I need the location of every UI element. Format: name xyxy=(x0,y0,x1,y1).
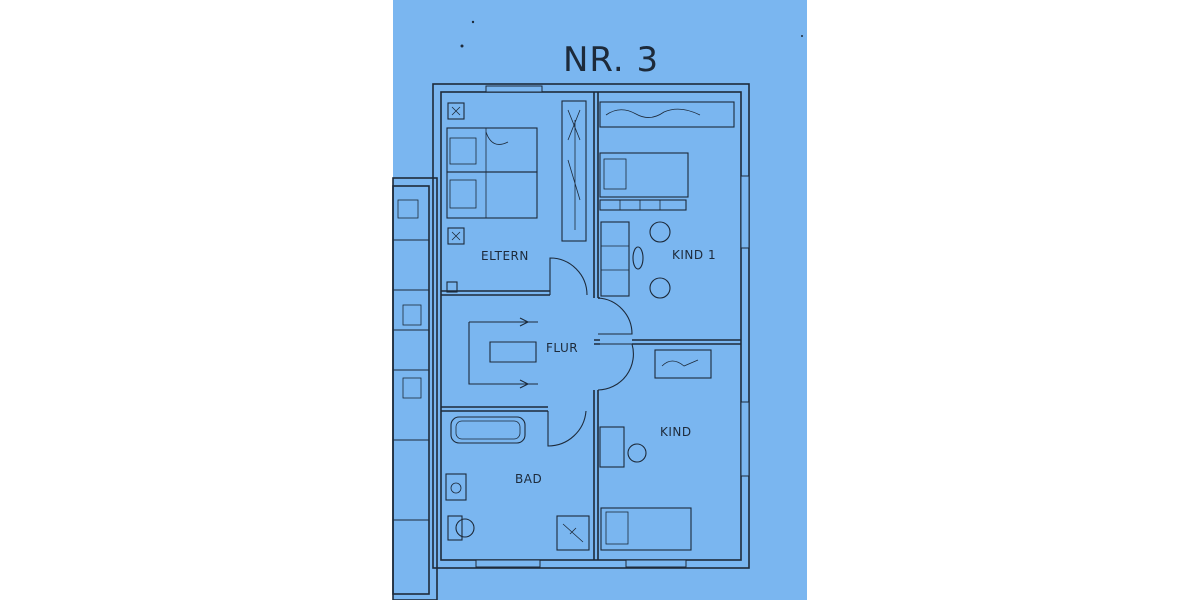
interior-walls xyxy=(441,92,741,560)
plan-title: NR. 3 xyxy=(563,40,659,80)
room-label-kind: KIND xyxy=(660,425,692,439)
exterior-walls xyxy=(432,83,750,569)
room-label-flur: FLUR xyxy=(546,341,578,355)
door-swings xyxy=(547,257,634,447)
room-label-bad: BAD xyxy=(515,472,542,486)
kind-furniture xyxy=(599,349,712,551)
bad-fixtures xyxy=(445,416,590,551)
neighbour-unit xyxy=(392,177,438,600)
blueprint-paper xyxy=(393,0,807,600)
room-label-eltern: ELTERN xyxy=(481,249,529,263)
kind1-furniture xyxy=(599,101,735,299)
room-label-kind1: KIND 1 xyxy=(672,248,716,262)
eltern-furniture xyxy=(446,100,587,293)
paper-specks xyxy=(460,20,803,48)
flur-stairs xyxy=(468,317,538,389)
windows xyxy=(475,85,750,568)
